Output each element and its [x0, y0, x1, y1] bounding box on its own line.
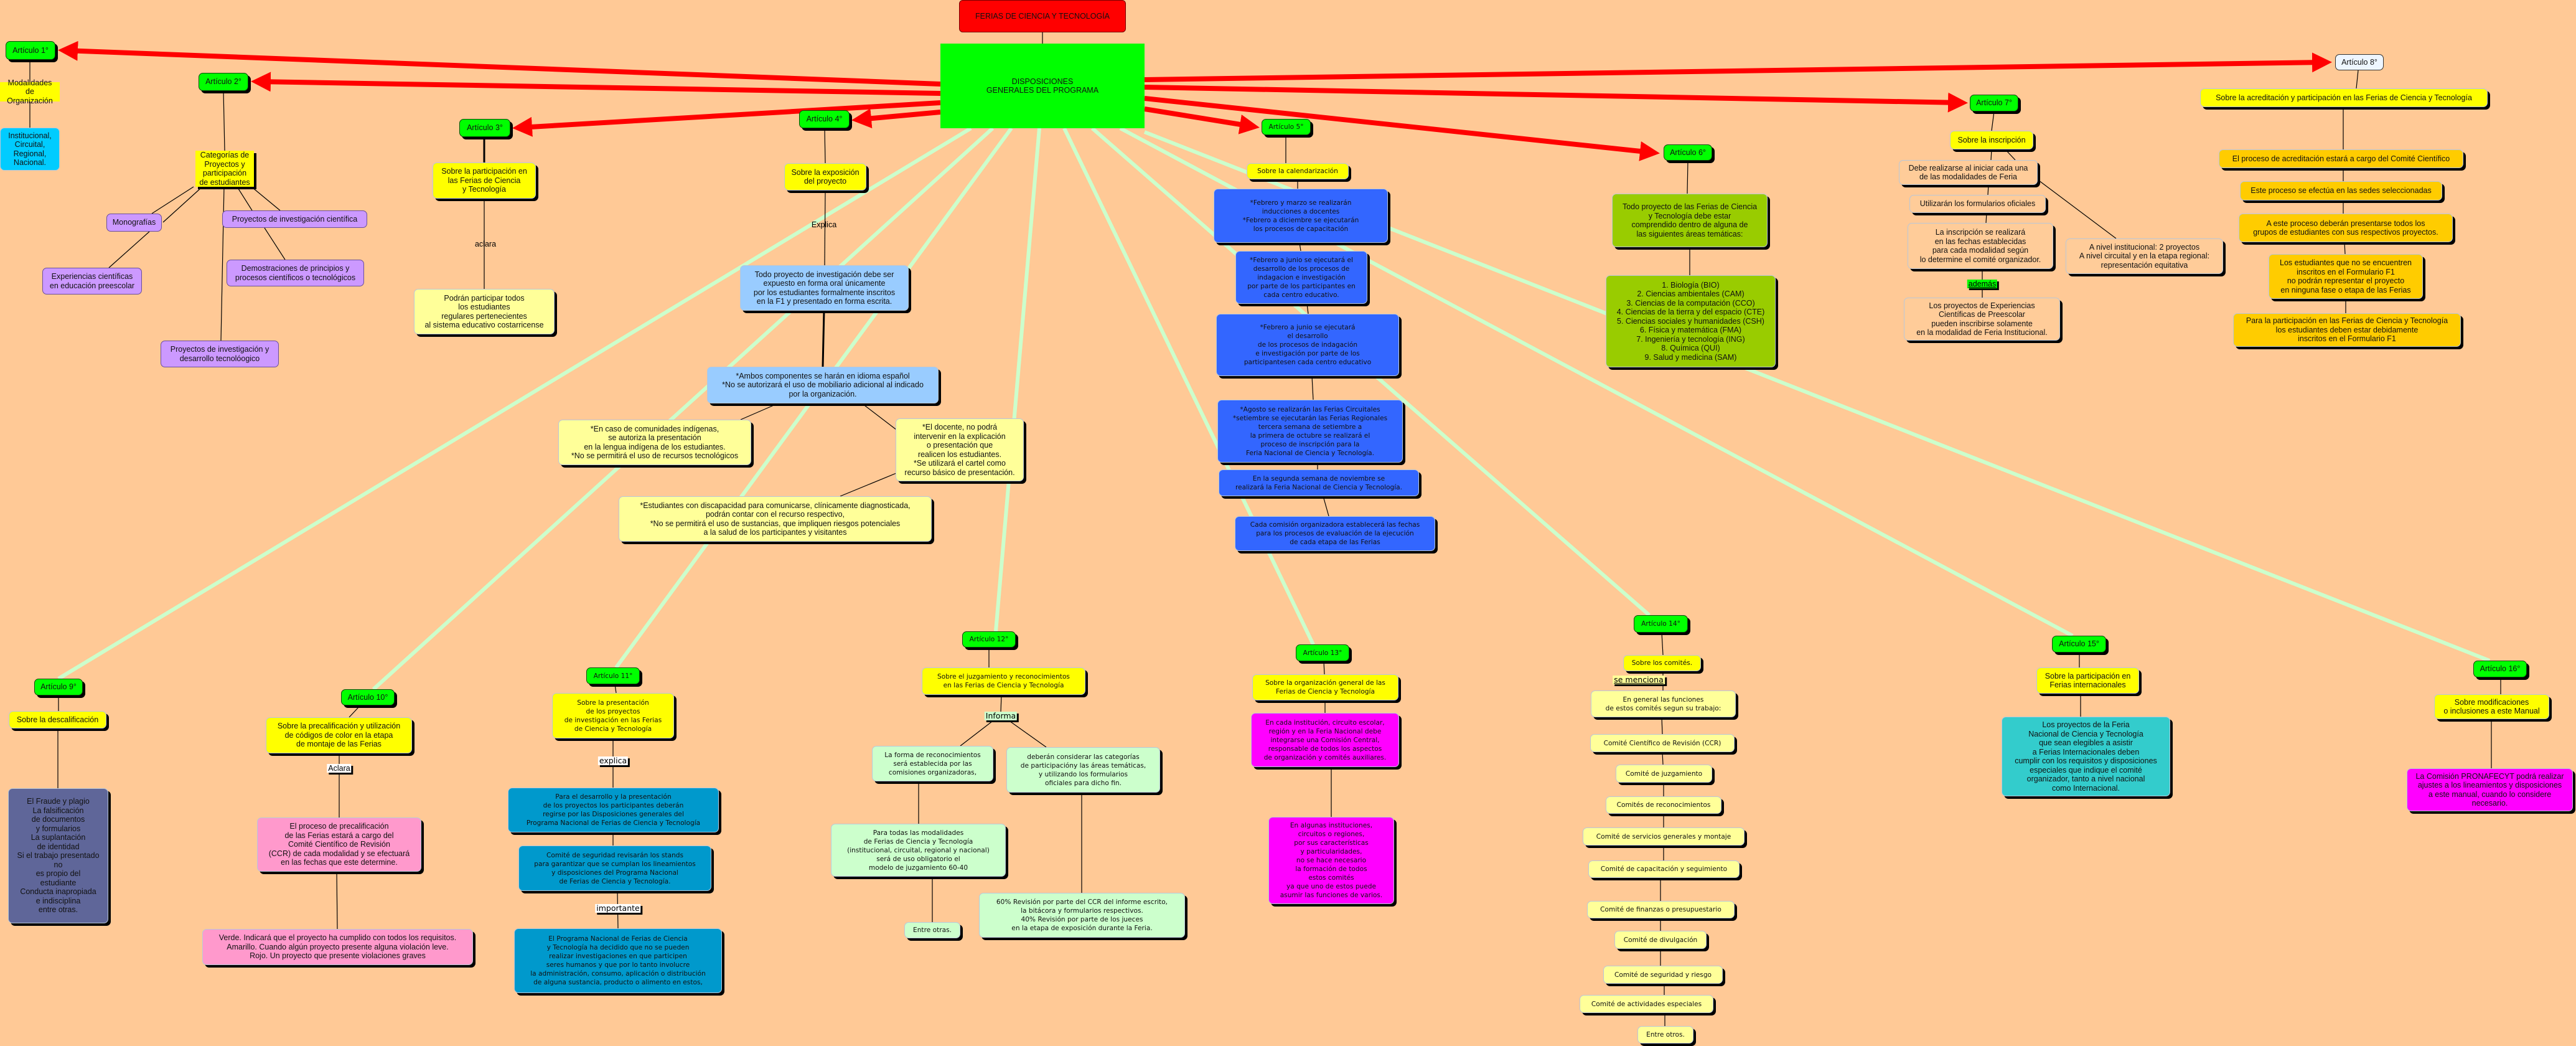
prequalification-topic-node[interactable]: Sobre la precalificación y utilización d…: [266, 717, 412, 753]
article-8-node[interactable]: Artículo 8°: [2335, 54, 2384, 70]
demonstrations-node[interactable]: Demostraciones de principios y procesos …: [227, 260, 364, 286]
central-commission-node[interactable]: En cada institución, circuito escolar, r…: [1251, 713, 1399, 767]
article-2-node[interactable]: Artículo 2°: [199, 73, 248, 91]
registration-dates-node[interactable]: La inscripción se realizará en las fecha…: [1908, 223, 2053, 269]
disqualification-causes-node[interactable]: El Fraude y plagio La falsificación de d…: [8, 788, 108, 923]
calendar-item-6[interactable]: Cada comisión organizadora establecerá l…: [1235, 516, 1435, 551]
link-label-explica: Explica: [811, 220, 837, 229]
link-label-informa: Informa: [984, 711, 1018, 720]
preschool-experiences-node[interactable]: Experiencias científicas en educación pr…: [42, 268, 142, 294]
calendar-item-3[interactable]: *Febrero a junio se ejecutará el desarro…: [1216, 314, 1399, 376]
disability-rule-node[interactable]: *Estudiantes con discapacidad para comun…: [619, 496, 932, 542]
article-15-node[interactable]: Artículo 15°: [2052, 636, 2106, 653]
presentation-topic-node[interactable]: Sobre la presentación de los proyectos d…: [552, 693, 674, 738]
link-label-ademas: además: [1967, 280, 1998, 288]
modalities-list-node[interactable]: Institucional, Circuital, Regional, Naci…: [0, 128, 60, 171]
disqualification-topic-node[interactable]: Sobre la descalificación: [9, 711, 106, 728]
thematic-areas-list-node[interactable]: 1. Biología (BIO) 2. Ciencias ambientale…: [1606, 275, 1776, 367]
accreditation-topic-node[interactable]: Sobre la acreditación y participación en…: [2200, 88, 2488, 107]
committee-functions-node[interactable]: En general las funciones de estos comité…: [1591, 690, 1736, 717]
scientific-research-node[interactable]: Proyectos de investigación científica: [222, 210, 367, 228]
organization-topic-node[interactable]: Sobre la organización general de las Fer…: [1252, 674, 1398, 700]
preschool-registration-node[interactable]: Los proyectos de Experiencias Científica…: [1904, 298, 2060, 341]
recognition-form-node[interactable]: La forma de reconocimientos será estable…: [872, 746, 993, 781]
judging-topic-node[interactable]: Sobre el juzgamiento y reconocimientos e…: [922, 667, 1085, 695]
committee-ccr[interactable]: Comité Científico de Revisión (CCR): [1590, 734, 1735, 752]
human-research-rule-node[interactable]: El Programa Nacional de Ferias de Cienci…: [514, 928, 722, 993]
article-7-node[interactable]: Artículo 7°: [1970, 95, 2018, 111]
article-14-node[interactable]: Artículo 14°: [1634, 615, 1688, 633]
committee-finance[interactable]: Comité de finanzas o presupuestario: [1587, 901, 1735, 918]
project-categories-node[interactable]: Categorías de Proyectos y participación …: [195, 151, 254, 187]
categories-consideration-node[interactable]: deberán considerar las categorías de par…: [1006, 747, 1160, 793]
calendar-item-2[interactable]: *Febrero a junio se ejecutará el desarro…: [1235, 251, 1367, 304]
judging-percentages-node[interactable]: 60% Revisión por parte del CCR del infor…: [979, 893, 1185, 938]
calendar-topic-node[interactable]: Sobre la calendarización: [1247, 163, 1349, 179]
article-11-node[interactable]: Artículo 11°: [586, 667, 640, 684]
international-topic-node[interactable]: Sobre la participación en Ferias interna…: [2036, 667, 2139, 694]
calendar-item-4[interactable]: *Agosto se realizarán las Ferias Circuit…: [1217, 400, 1403, 463]
judging-model-node[interactable]: Para todas las modalidades de Ferias de …: [831, 824, 1006, 877]
unregistered-students-node[interactable]: Los estudiantes que no se encuentren ins…: [2269, 254, 2423, 299]
color-codes-node[interactable]: Verde. Indicará que el proyecto ha cumpl…: [202, 929, 473, 965]
monographs-node[interactable]: Monografías: [106, 214, 162, 232]
eligible-students-node[interactable]: Podrán participar todos los estudiantes …: [414, 289, 555, 334]
calendar-item-5[interactable]: En la segunda semana de noviembre se rea…: [1219, 469, 1419, 496]
committees-topic-node[interactable]: Sobre los comités.: [1623, 655, 1701, 671]
central-concept[interactable]: DISPOSICIONES GENERALES DEL PROGRAMA: [940, 44, 1145, 128]
committee-safety[interactable]: Comité de seguridad y riesgo: [1603, 966, 1723, 984]
committee-judging[interactable]: Comité de juzgamiento: [1616, 765, 1712, 783]
link-label-importante: importante: [595, 903, 641, 913]
map-title[interactable]: FERIAS DE CIENCIA Y TECNOLOGÍA: [959, 0, 1126, 32]
committee-outreach[interactable]: Comité de divulgación: [1614, 931, 1707, 949]
participation-topic-node[interactable]: Sobre la participación en las Ferias de …: [433, 163, 536, 199]
link-label-explica-11: explica: [597, 756, 629, 765]
student-groups-node[interactable]: A este proceso deberán presentarse todos…: [2239, 214, 2453, 242]
registration-topic-node[interactable]: Sobre la inscripción: [1950, 131, 2033, 149]
article-9-node[interactable]: Artículo 9°: [34, 679, 83, 695]
calendar-item-1[interactable]: *Febrero y marzo se realizarán induccion…: [1214, 189, 1388, 243]
selected-venues-node[interactable]: Este proceso se efectúa en las sedes sel…: [2240, 181, 2442, 200]
exposition-topic-node[interactable]: Sobre la exposición del proyecto: [784, 163, 866, 191]
registration-start-node[interactable]: Debe realizarse al iniciar cada una de l…: [1899, 160, 2038, 185]
article-6-node[interactable]: Artículo 6°: [1664, 144, 1712, 161]
prequalification-process-node[interactable]: El proceso de precalificación de las Fer…: [257, 817, 421, 872]
article-1-node[interactable]: Artículo 1°: [6, 41, 55, 60]
arrow-lines: [58, 40, 2332, 161]
international-requirements-node[interactable]: Los proyectos de la Feria Nacional de Ci…: [2002, 717, 2170, 796]
research-development-node[interactable]: Proyectos de investigación y desarrollo …: [161, 341, 279, 367]
committee-services[interactable]: Comité de servicios generales y montaje: [1583, 827, 1745, 846]
entre-otras-node[interactable]: Entre otras.: [904, 922, 960, 938]
article-12-node[interactable]: Artículo 12°: [962, 631, 1016, 648]
link-label-se-menciona: se menciona: [1613, 675, 1665, 684]
committee-recognitions[interactable]: Comités de reconocimientos: [1606, 796, 1721, 814]
link-label-aclara-10: Aclara: [327, 764, 352, 773]
official-forms-node[interactable]: Utilizarán los formularios oficiales: [1909, 195, 2046, 213]
committee-training[interactable]: Comité de capacitación y seguimiento: [1588, 860, 1740, 878]
committee-special-activities[interactable]: Comité de actividades especiales: [1580, 995, 1713, 1013]
article-5-node[interactable]: Artículo 5°: [1262, 119, 1311, 135]
project-quota-node[interactable]: A nivel institucional: 2 proyectos A niv…: [2066, 238, 2223, 274]
f1-registration-node[interactable]: Para la participación en las Ferias de C…: [2233, 313, 2461, 347]
article-4-node[interactable]: Artículo 4°: [799, 110, 850, 128]
committee-merge-node[interactable]: En algunas instituciones, circuitos o re…: [1268, 817, 1394, 904]
thematic-areas-intro-node[interactable]: Todo proyecto de las Ferias de Ciencia y…: [1612, 194, 1768, 247]
spanish-language-node[interactable]: *Ambos componentes se harán en idioma es…: [707, 367, 939, 403]
article-16-node[interactable]: Artículo 16°: [2473, 661, 2527, 677]
pronafecyt-adjustments-node[interactable]: La Comisión PRONAFECYT podrá realizar aj…: [2407, 768, 2573, 811]
article-13-node[interactable]: Artículo 13°: [1296, 644, 1349, 661]
article-3-node[interactable]: Artículo 3°: [459, 119, 510, 137]
accreditation-committee-node[interactable]: El proceso de acreditación estará a carg…: [2219, 149, 2463, 168]
link-label-aclara: aclara: [474, 240, 497, 248]
committee-others[interactable]: Entre otros.: [1637, 1026, 1693, 1044]
teacher-rule-node[interactable]: *El docente, no podrá intervenir en la e…: [896, 418, 1024, 481]
general-dispositions-node[interactable]: Para el desarrollo y la presentación de …: [508, 788, 719, 832]
modifications-topic-node[interactable]: Sobre modificaciones o inclusiones a est…: [2434, 694, 2549, 719]
organization-modalities-label[interactable]: Modalidades de Organización: [0, 78, 60, 105]
oral-exposition-node[interactable]: Todo proyecto de investigación debe ser …: [740, 265, 909, 311]
safety-committee-node[interactable]: Comité de seguridad revisarán los stands…: [518, 846, 711, 891]
indigenous-communities-node[interactable]: *En caso de comunidades indígenas, se au…: [558, 420, 751, 465]
article-10-node[interactable]: Artículo 10°: [341, 689, 395, 705]
